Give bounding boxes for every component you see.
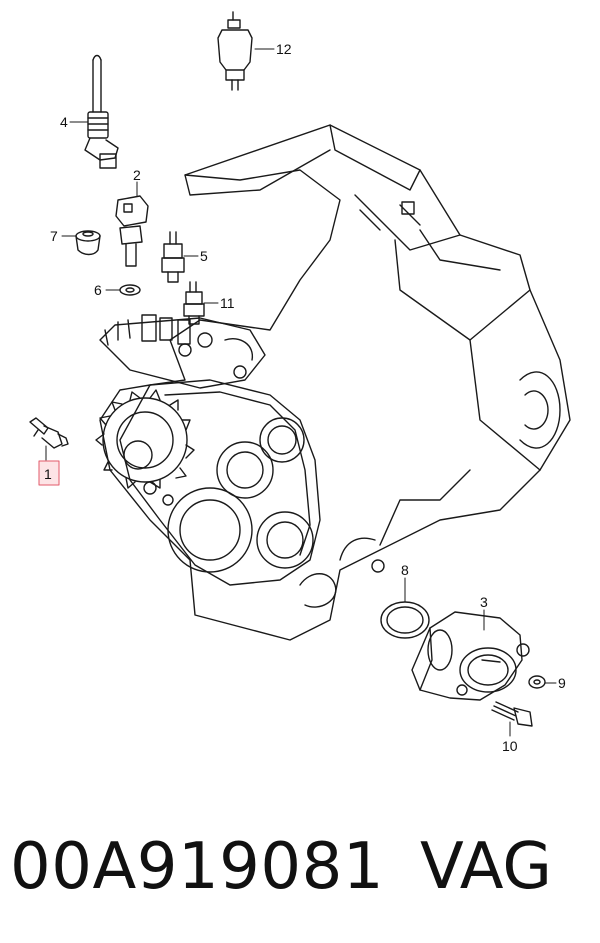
exploded-parts-diagram: 12 4 2 7 5 6 11 1 8 3 9 10 — [29, 11, 571, 754]
caption-bar: 00A919081 VAG — [0, 820, 600, 920]
part-5-sender — [161, 231, 185, 283]
part-3-housing — [411, 611, 530, 701]
part-12-switch — [217, 11, 253, 91]
callout-5: 5 — [200, 248, 208, 264]
callout-7: 7 — [50, 228, 58, 244]
callout-9: 9 — [558, 675, 566, 691]
timing-cover — [119, 379, 321, 586]
pulleys — [143, 417, 314, 573]
part-1-sensor — [29, 417, 69, 449]
part-6-washer — [119, 284, 141, 296]
part-7-plug — [75, 230, 101, 256]
part-2-sensor — [115, 195, 149, 267]
callout-11: 11 — [220, 295, 235, 311]
callout-2: 2 — [133, 167, 141, 183]
callout-1: 1 — [44, 466, 52, 482]
callout-10: 10 — [502, 738, 518, 754]
callout-6: 6 — [94, 282, 102, 298]
part-10-bolt — [491, 701, 533, 727]
brand-name: VAG — [420, 830, 552, 904]
sensor-rail — [99, 314, 266, 389]
callout-8: 8 — [401, 562, 409, 578]
part-8-oring — [380, 601, 430, 639]
part-number: 00A919081 — [10, 830, 385, 904]
callout-4: 4 — [60, 114, 68, 130]
callout-3: 3 — [480, 594, 488, 610]
leader-lines — [45, 48, 557, 737]
cam-gear — [95, 389, 195, 489]
highlight-box — [38, 460, 60, 486]
part-4-sensor — [84, 54, 119, 169]
engine-block — [99, 124, 571, 641]
part-9-washer — [528, 675, 546, 689]
callout-12: 12 — [276, 41, 292, 57]
part-11-sender — [183, 281, 205, 325]
callout-labels: 12 4 2 7 5 6 11 1 8 3 9 10 — [44, 41, 566, 754]
